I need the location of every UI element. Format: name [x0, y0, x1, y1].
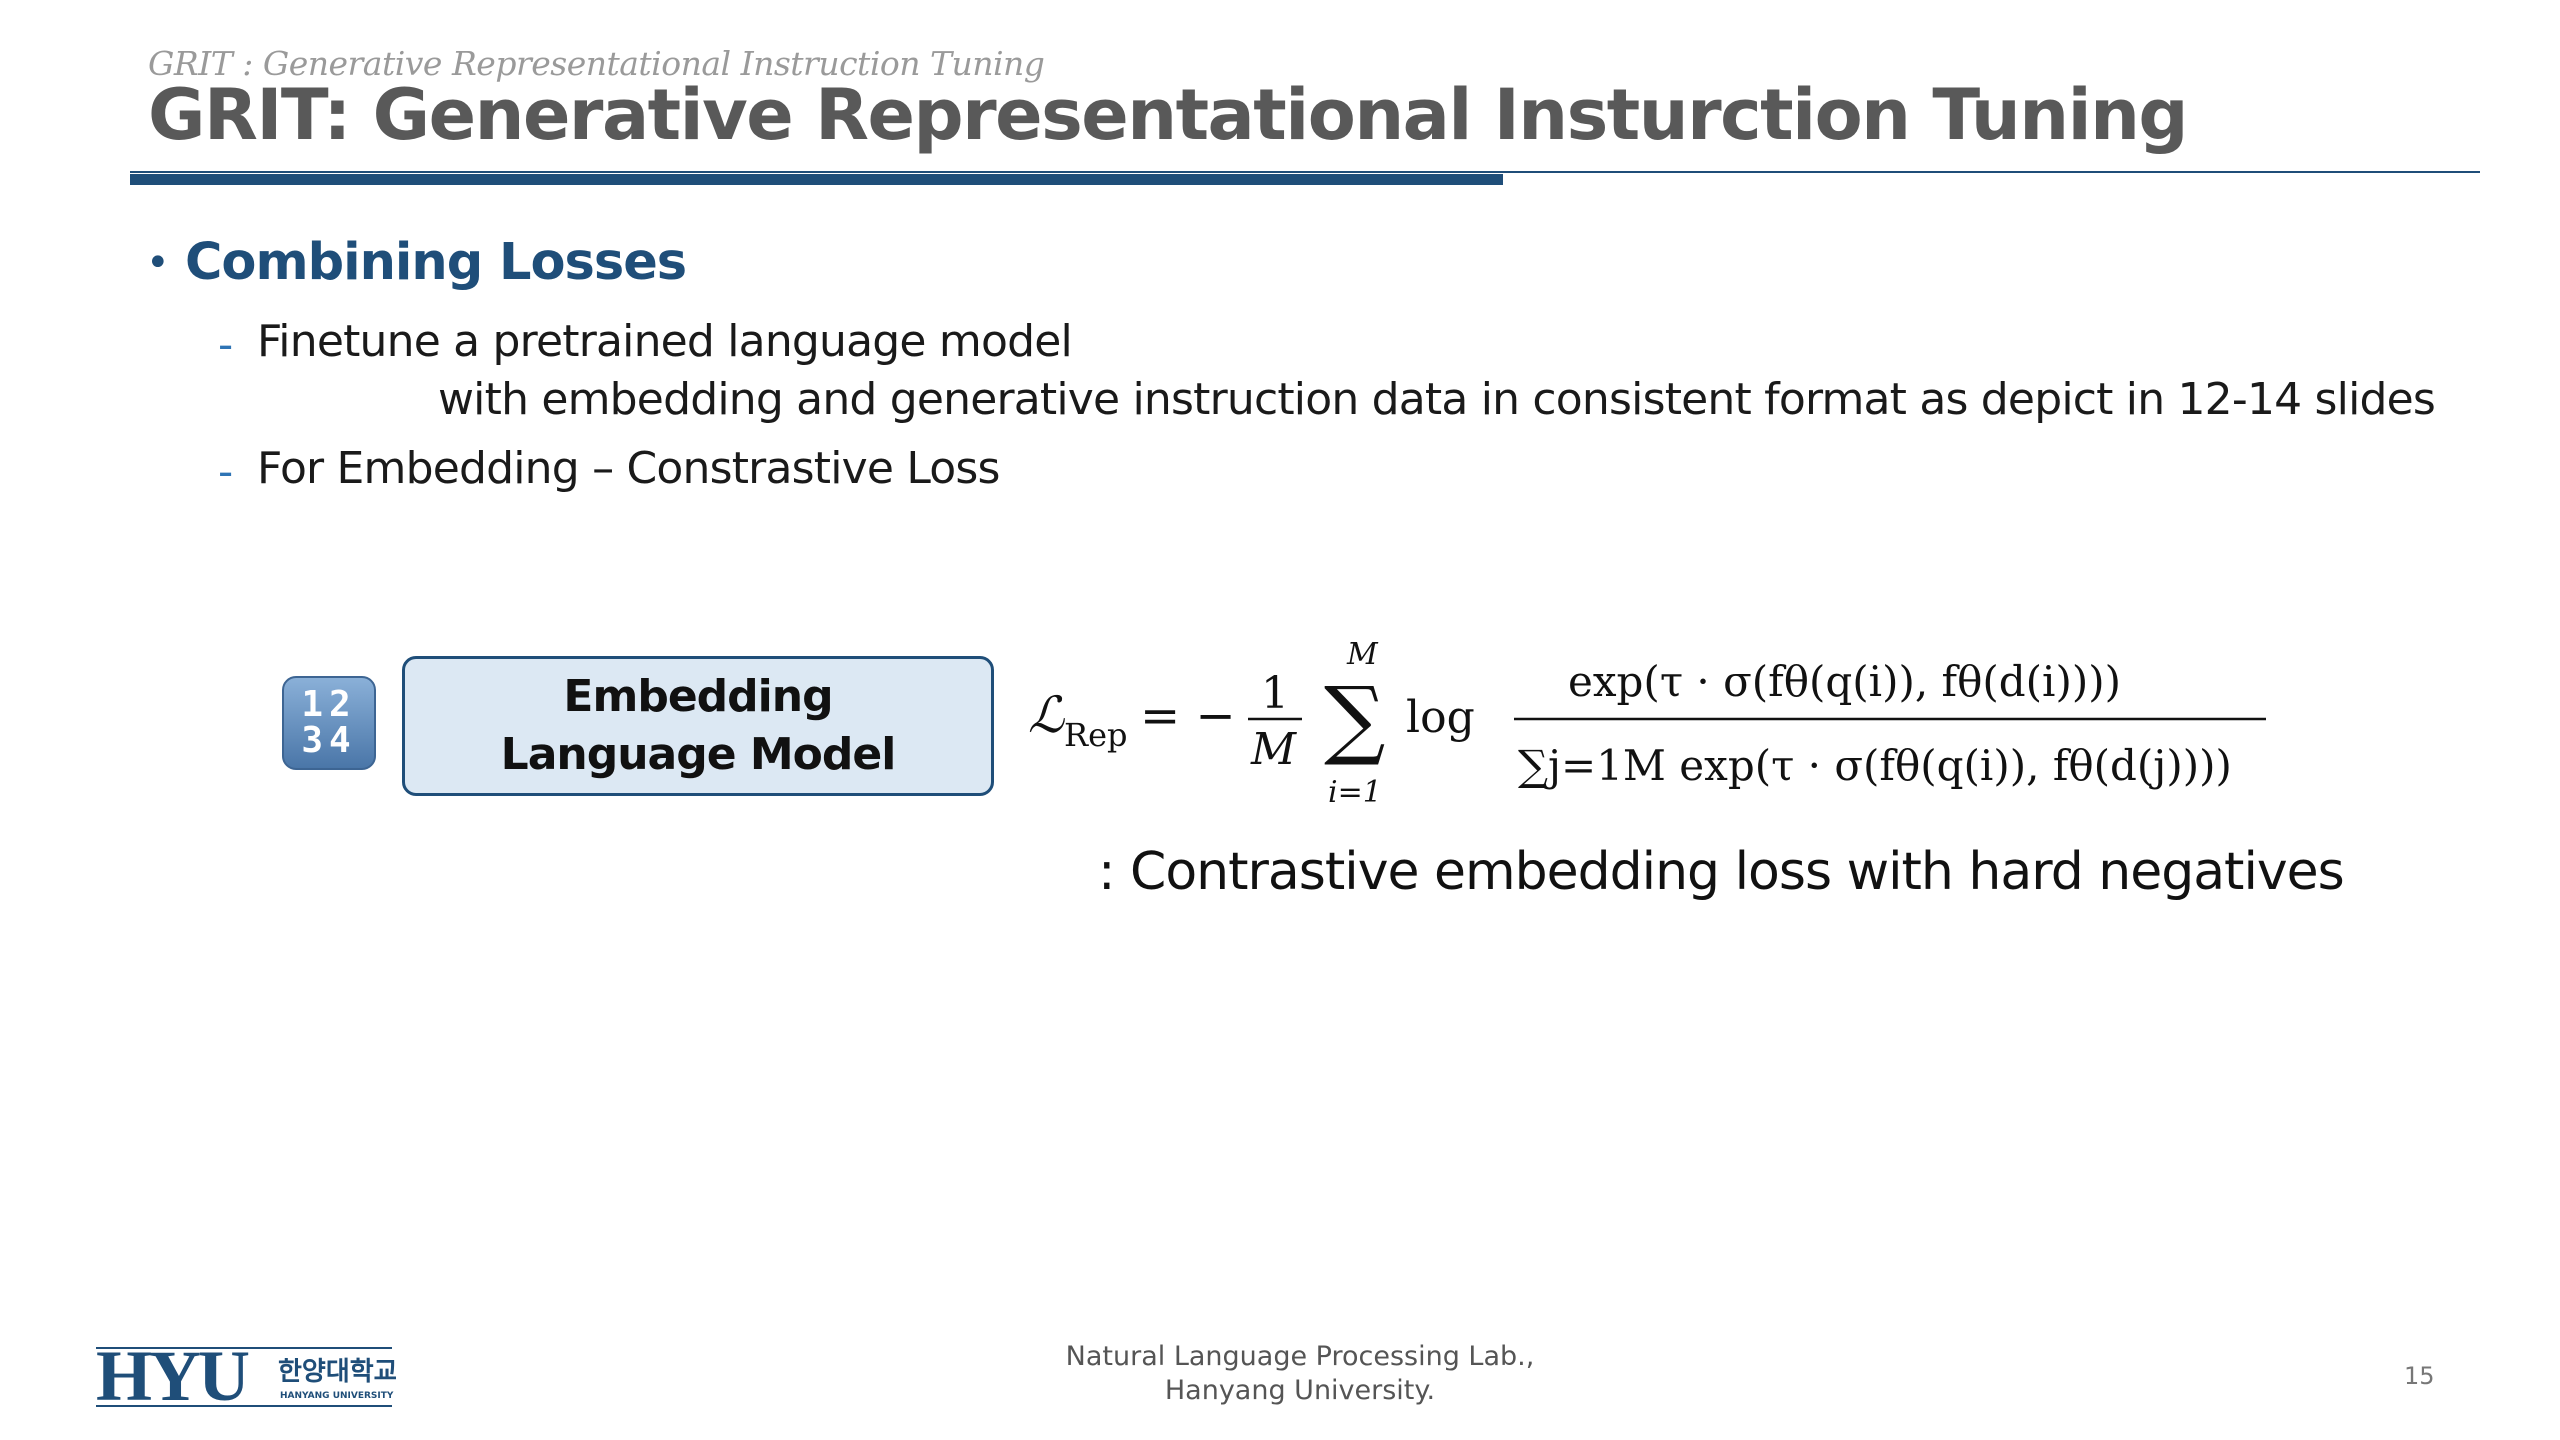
sub-bullet-continuation: with embedding and generative instructio… [438, 374, 2436, 425]
sub-bullet-dash: - [218, 447, 234, 496]
sub-bullet-text: Finetune a pretrained language model [257, 316, 1073, 367]
formula-caption: : Contrastive embedding loss with hard n… [1098, 842, 2345, 902]
formula-lhs-subscript: Rep [1064, 716, 1128, 754]
model-label-line2: Language Model [500, 729, 897, 780]
formula-log: log [1406, 692, 1475, 743]
sub-bullet-dash: - [218, 320, 234, 369]
lab-line1: Natural Language Processing Lab., [1065, 1341, 1535, 1372]
formula-lhs-symbol: ℒ [1028, 686, 1065, 744]
logo-korean: 한양대학교 [278, 1357, 396, 1387]
bullet-dot: • [146, 240, 170, 286]
formula-denominator: ∑j=1M exp(τ · σ(fθ(q(i)), fθ(d(j)))) [1518, 741, 2232, 790]
icon-digits-top: 12 [301, 684, 357, 725]
formula-sum-sign: ∑ [1324, 669, 1385, 769]
contrastive-loss-formula: ℒ Rep = − 1 M M ∑ i=1 log exp(τ · σ(fθ(q… [1028, 637, 2266, 810]
footer-lab-name: Natural Language Processing Lab., Hanyan… [1000, 1340, 1600, 1408]
lab-line2: Hanyang University. [1164, 1375, 1436, 1406]
header-rule [130, 171, 2480, 173]
page-number: 15 [2404, 1362, 2435, 1390]
header-rule-accent [130, 174, 1503, 185]
formula-equals: = − [1140, 688, 1236, 744]
formula-frac-denominator: M [1250, 724, 1297, 775]
sub-bullet-text: For Embedding – Constrastive Loss [257, 443, 1000, 494]
formula-sum-lower: i=1 [1328, 775, 1382, 810]
slide-subtitle: GRIT : Generative Representational Instr… [148, 44, 1045, 83]
logo-english: HANYANG UNIVERSITY [280, 1391, 394, 1401]
slide-title: GRIT: Generative Representational Instur… [148, 74, 2189, 156]
model-label-line1: Embedding [563, 671, 833, 722]
formula-numerator: exp(τ · σ(fθ(q(i)), fθ(d(i)))) [1568, 657, 2121, 706]
hyu-logo: HYU 한양대학교 HANYANG UNIVERSITY [96, 1342, 396, 1410]
embedding-model-box: Embedding Language Model [402, 656, 994, 796]
formula-frac-numerator: 1 [1261, 668, 1289, 719]
icon-digits-bottom: 34 [301, 720, 357, 761]
logo-wordmark: HYU [96, 1342, 249, 1410]
bullet-heading: Combining Losses [185, 233, 687, 292]
formula-sum-upper: M [1346, 637, 1379, 672]
numbers-1234-icon: 12 34 [282, 676, 376, 770]
